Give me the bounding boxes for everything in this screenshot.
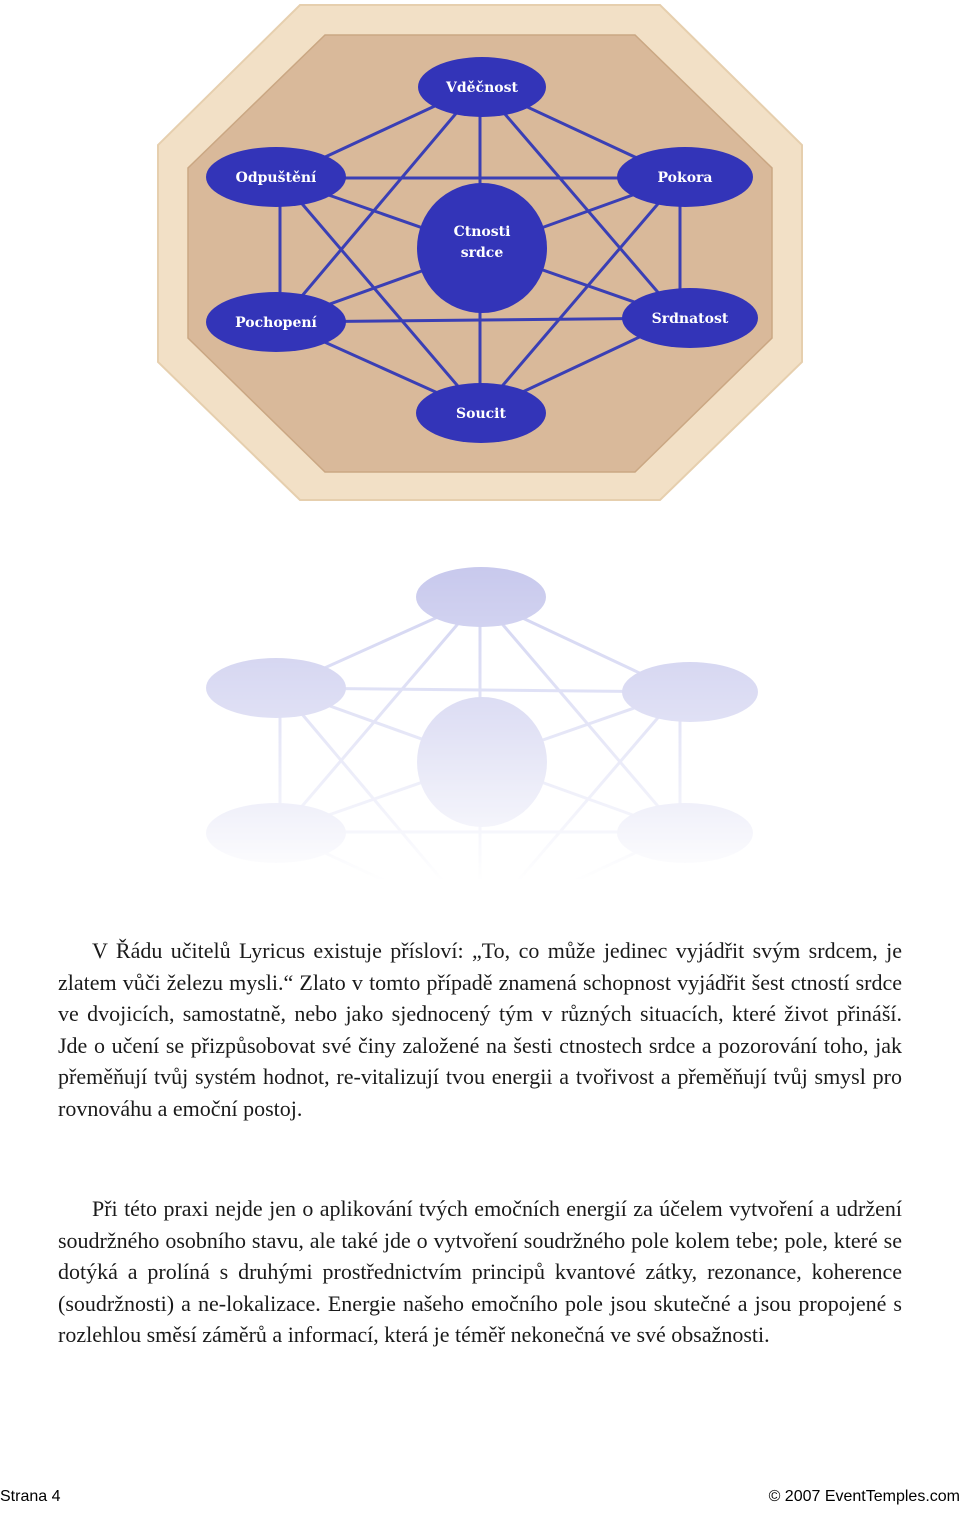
node-lower-left [206, 292, 346, 352]
paragraph-2: Při této praxi nejde jen o aplikování tv… [58, 1196, 902, 1348]
diagram-reflection [150, 500, 810, 880]
node-lower-left-label: Pochopení [235, 315, 317, 331]
node-top-label: Vděčnost [445, 80, 518, 96]
reflection-graphic [206, 567, 758, 880]
copyright: © 2007 EventTemples.com [768, 1488, 960, 1505]
virtues-diagram: Ctnosti srdce Vděčnost Odpuštění Pokora … [150, 0, 810, 510]
node-upper-right-label: Pokora [658, 170, 713, 186]
node-upper-left-label: Odpuštění [236, 170, 317, 186]
reflection-fade [150, 500, 810, 880]
paragraph-1: V Řádu učitelů Lyricus existuje přísloví… [58, 938, 902, 1121]
node-lower-right-label: Srdnatost [652, 311, 729, 327]
node-bottom [416, 383, 546, 443]
center-node [417, 183, 547, 313]
page-number: Strana 4 [0, 1488, 61, 1505]
node-top [418, 57, 546, 117]
center-label-line1: Ctnosti [454, 224, 511, 240]
node-upper-right [617, 147, 753, 207]
node-upper-left [206, 147, 346, 207]
node-lower-right [622, 288, 758, 348]
heart-virtues-octagon: Ctnosti srdce Vděčnost Odpuštění Pokora … [157, 4, 803, 501]
node-bottom-label: Soucit [456, 406, 506, 422]
center-label-line2: srdce [461, 245, 504, 261]
